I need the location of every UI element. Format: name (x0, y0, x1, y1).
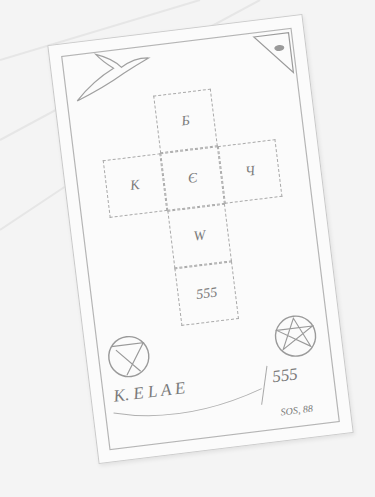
cell-letter: K (129, 177, 140, 194)
cell-letter: Ч (244, 163, 256, 180)
cell-letter: Б (180, 113, 190, 130)
net-cell: Б (153, 89, 218, 154)
handwritten-note: SOS, 88 (280, 403, 313, 418)
handwritten-note: K. E L A E (112, 378, 186, 407)
cell-letter: Є (187, 170, 198, 187)
cell-letter: W (193, 227, 207, 244)
net-cell: Є (160, 146, 225, 211)
net-cell: W (167, 204, 232, 269)
handwritten-note: 555 (271, 364, 299, 387)
net-cell: K (103, 153, 168, 218)
net-cell: Ч (218, 139, 283, 204)
cell-letter: 555 (195, 284, 218, 302)
net-cell: 555 (174, 261, 239, 326)
paper-card: Б K Є Ч W 555 K. E L A E 555SOS, 88 (47, 14, 354, 464)
